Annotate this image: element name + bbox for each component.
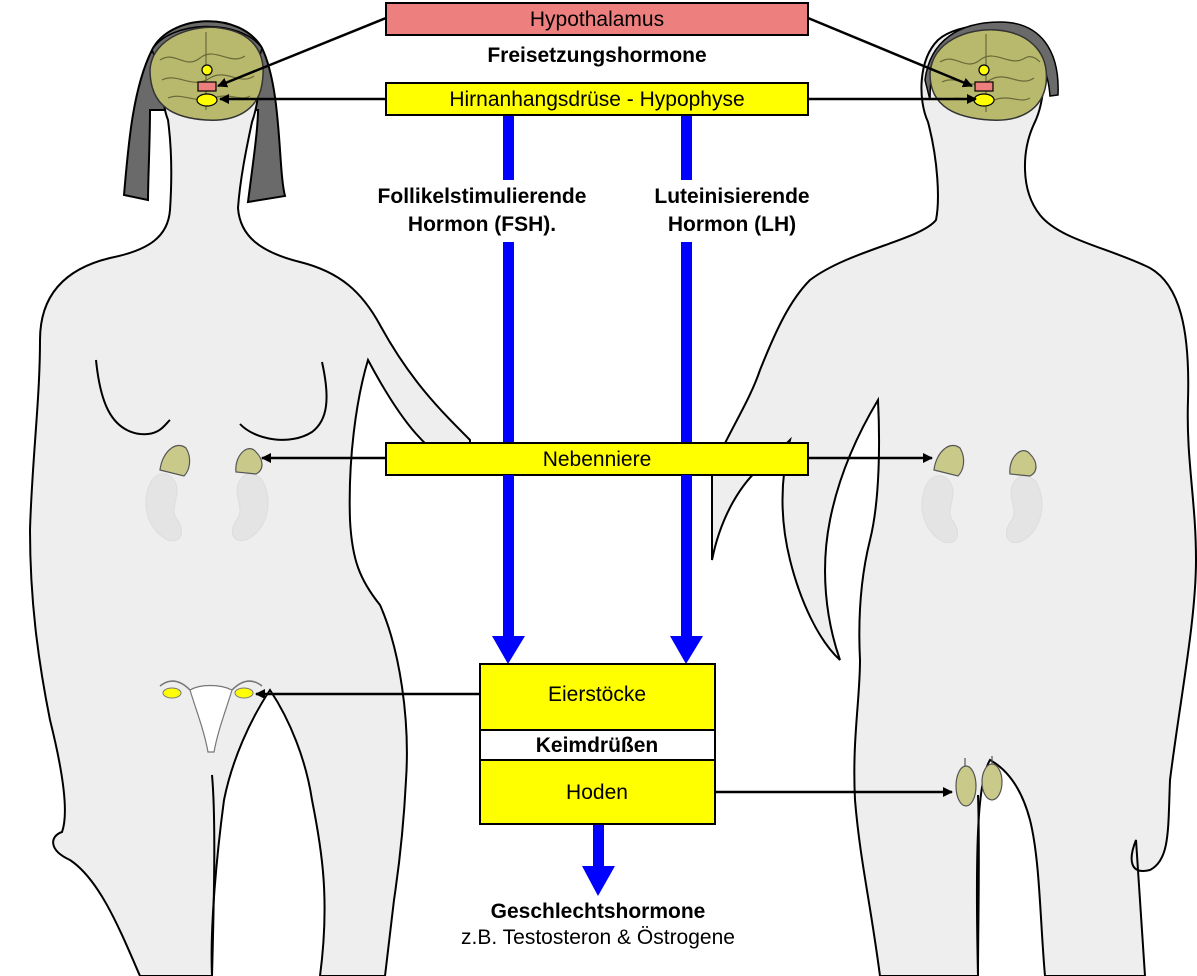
fsh-label-line1: Follikelstimulierende — [378, 185, 587, 208]
male-hypothalamus-marker — [975, 82, 993, 91]
gonads-box: Eierstöcke Keimdrüßen Hoden — [480, 664, 715, 824]
male-hypothalamus-icon — [979, 65, 989, 75]
lh-arrow-top — [681, 114, 692, 180]
female-pituitary-icon — [197, 94, 217, 106]
hypothalamus-box: Hypothalamus — [386, 3, 808, 35]
fsh-arrow-shaft — [503, 242, 514, 638]
female-hypothalamus-marker — [198, 82, 216, 91]
releasing-hormones-label: Freisetzungshormone — [487, 44, 706, 67]
lh-label-line2: Hormon (LH) — [668, 213, 796, 236]
female-hypothalamus-icon — [202, 65, 212, 75]
gonads-label: Keimdrüßen — [536, 734, 659, 757]
male-pituitary-icon — [974, 94, 994, 106]
adrenal-box: Nebenniere — [386, 443, 808, 478]
male-body — [712, 26, 1196, 976]
lh-label-line1: Luteinisierende — [654, 185, 809, 208]
testes-label: Hoden — [566, 781, 628, 804]
pituitary-label: Hirnanhangsdrüse - Hypophyse — [449, 88, 744, 111]
lh-arrow-head — [670, 636, 703, 664]
adrenal-label: Nebenniere — [543, 448, 652, 471]
male-leg-line — [978, 795, 979, 976]
fsh-arrow-top — [503, 114, 514, 180]
pituitary-box: Hirnanhangsdrüse - Hypophyse — [386, 83, 808, 115]
sex-hormones-examples: z.B. Testosteron & Östrogene — [461, 926, 735, 949]
ovaries-label: Eierstöcke — [548, 683, 646, 706]
sex-hormone-arrow-shaft — [593, 824, 604, 870]
fsh-arrow-head — [492, 636, 525, 664]
male-figure — [712, 22, 1196, 976]
hypothalamus-label: Hypothalamus — [530, 8, 664, 31]
sex-hormones-title: Geschlechtshormone — [491, 900, 706, 923]
lh-arrow-shaft — [681, 242, 692, 638]
fsh-label-line2: Hormon (FSH). — [408, 213, 556, 236]
female-figure — [30, 21, 470, 976]
sex-hormone-arrow-head — [582, 866, 615, 896]
